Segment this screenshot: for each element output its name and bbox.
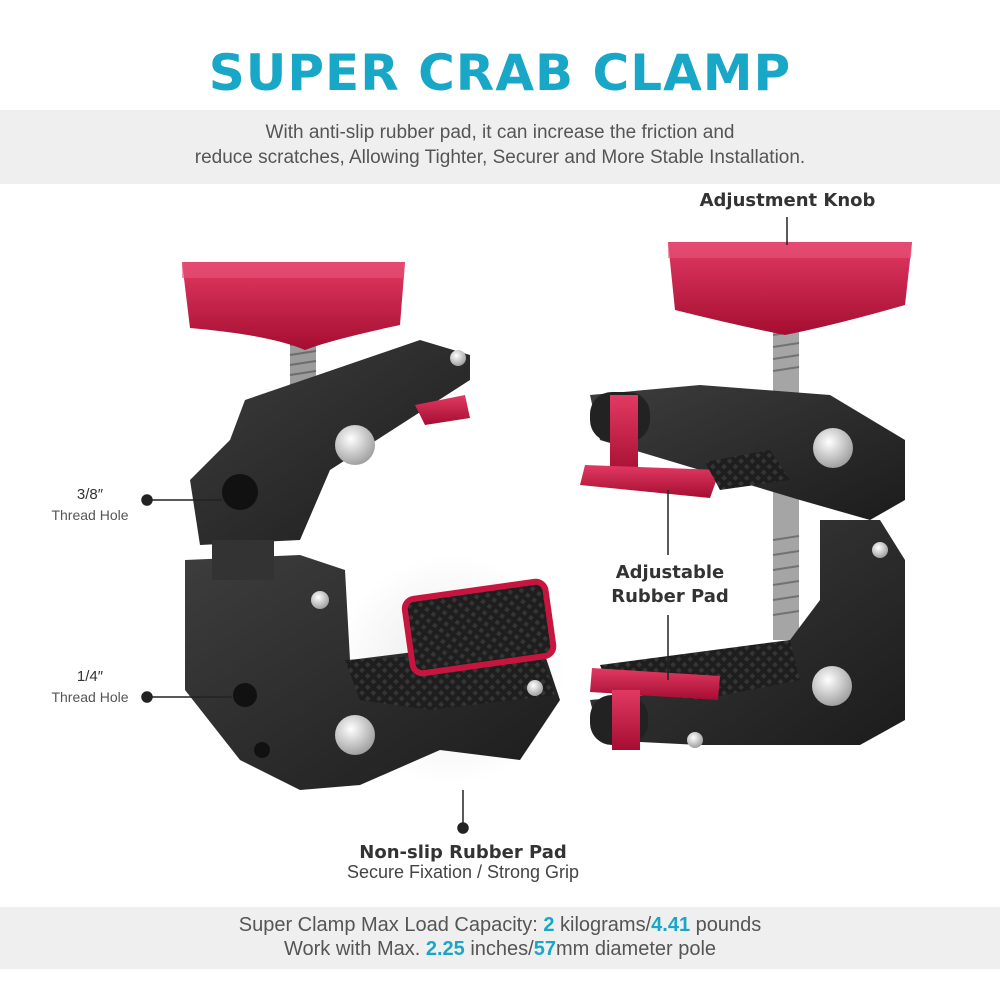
left-clamp <box>182 262 565 790</box>
right-adjustment-knob <box>668 242 912 335</box>
left-nonslip-pad <box>401 578 557 677</box>
right-clamp <box>580 242 912 750</box>
nonslip-callout-dot <box>457 822 469 834</box>
left-upper-pad-tab <box>415 395 470 425</box>
thread-38-label: Thread Hole <box>51 507 129 523</box>
adjustment-knob-label: Adjustment Knob <box>699 190 876 211</box>
right-upper-rubber-pad <box>580 465 720 498</box>
thread-14-label: Thread Hole <box>51 689 129 705</box>
left-upper-jaw <box>190 340 470 545</box>
right-upper-arm <box>590 385 905 520</box>
thread-38-size: 3/8″ <box>76 486 104 503</box>
thread-14-callout-dot <box>141 691 153 703</box>
load-capacity-line: Super Clamp Max Load Capacity: 2 kilogra… <box>238 914 762 936</box>
right-upper-pin <box>813 428 853 468</box>
adjustable-pad-label-line1: Adjustable <box>615 562 725 583</box>
intro-line-1: With anti-slip rubber pad, it can increa… <box>265 122 735 143</box>
nonslip-pad-title: Non-slip Rubber Pad <box>359 842 567 863</box>
page-title: SUPER CRAB CLAMP <box>208 44 792 102</box>
right-lower-pin <box>812 666 852 706</box>
left-lower-pin <box>335 715 375 755</box>
pole-diameter-line: Work with Max. 2.25 inches/57mm diameter… <box>283 938 717 960</box>
thread-hole-14 <box>233 683 257 707</box>
left-adjustment-knob <box>182 262 405 350</box>
spec-band: Super Clamp Max Load Capacity: 2 kilogra… <box>0 907 1000 969</box>
thread-hole-38 <box>222 474 258 510</box>
intro-band: With anti-slip rubber pad, it can increa… <box>0 110 1000 184</box>
thread-38-callout-dot <box>141 494 153 506</box>
adjustable-pad-label-line2: Rubber Pad <box>611 586 729 607</box>
thread-14-size: 1/4″ <box>76 668 104 685</box>
intro-line-2: reduce scratches, Allowing Tighter, Secu… <box>194 147 806 168</box>
left-upper-pin <box>335 425 375 465</box>
right-upper-pad-tab <box>610 395 638 477</box>
nonslip-pad-subtitle: Secure Fixation / Strong Grip <box>346 862 580 882</box>
